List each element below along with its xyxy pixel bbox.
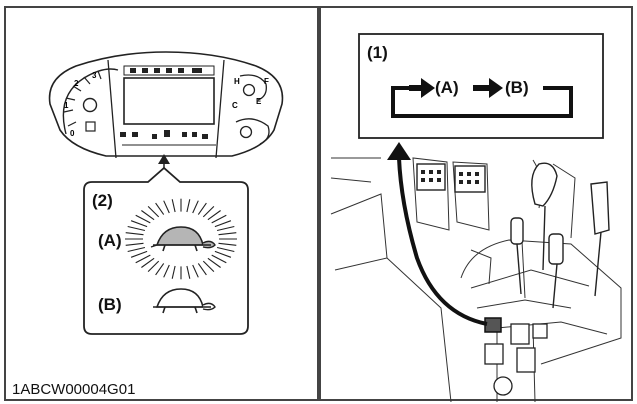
glow-ray [214,250,232,258]
glow-ray [127,246,146,253]
temp-cold: C [232,101,238,110]
glow-ray [207,257,221,268]
glow-ray [125,232,144,236]
console-sketch [330,157,622,403]
state-b-label: (B) [98,295,122,314]
glow-ray [127,225,146,232]
indicator-glow-rays [125,198,237,280]
figure-code: 1ABCW00004G01 [12,381,136,398]
glow-ray [147,206,160,218]
sequence-to-label: (B) [505,78,529,97]
lever-icon [510,162,610,309]
glow-ray [211,214,227,224]
glow-ray [197,263,207,276]
glow-ray [207,210,221,221]
sequence-loop [391,86,573,118]
operation-arrow [397,157,488,326]
glow-ray [186,265,191,279]
glow-ray [218,232,237,236]
temp-gauge [235,118,270,145]
warning-lamp [82,97,98,113]
glow-ray [130,250,148,258]
tortoise-indicator-lit-icon [150,226,216,252]
glow-ray [216,246,235,253]
glow-ray [125,242,144,246]
glow-ray [135,254,151,264]
lcd-screen [123,77,215,125]
tortoise-indicator-unlit-icon [153,288,216,314]
glow-ray [171,199,176,213]
glow-ray [135,214,151,224]
fuel-empty: E [256,97,262,106]
indicator-pointer [158,154,170,164]
scale-0: 0 [70,129,75,138]
callout-bubble [83,166,249,335]
glow-ray [141,210,155,221]
glow-ray [155,202,165,215]
indicator-strip [120,130,208,139]
glow-ray [197,202,207,215]
glow-ray [192,264,199,278]
fuel-full: F [264,77,269,86]
glow-ray [202,206,215,218]
tachometer-dial [62,68,119,135]
scale-2: 2 [74,79,79,88]
glow-ray [186,199,191,213]
fuel-gauge [239,74,267,101]
switch-cluster [484,323,548,396]
instrument-cluster-drawing: 0 1 2 3 F E H C [48,51,284,335]
glow-ray [155,263,165,276]
glow-ray [211,254,227,264]
callout-1-label: (1) [367,43,388,62]
sequence-from-label: (A) [435,78,459,97]
instrument-panel-figure: 0 1 2 3 F E H C [4,6,319,401]
tortoise-switch [484,317,502,333]
glow-ray [130,220,148,228]
glow-ray [163,264,170,278]
lever-figure: (1) (A) (B) [319,6,633,403]
glow-ray [214,220,232,228]
temp-hot: H [234,77,240,86]
glow-ray [202,260,215,272]
glow-ray [147,260,160,272]
glow-ray [216,225,235,232]
glow-ray [163,200,170,214]
scale-1: 1 [64,101,69,110]
glow-ray [192,200,199,214]
glow-ray [171,265,176,279]
glow-ray [141,257,155,268]
scale-3: 3 [92,71,97,80]
glow-ray [218,242,237,246]
lever-console-drawing [330,33,622,403]
callout-2-label: (2) [92,191,113,210]
state-a-label: (A) [98,231,122,250]
